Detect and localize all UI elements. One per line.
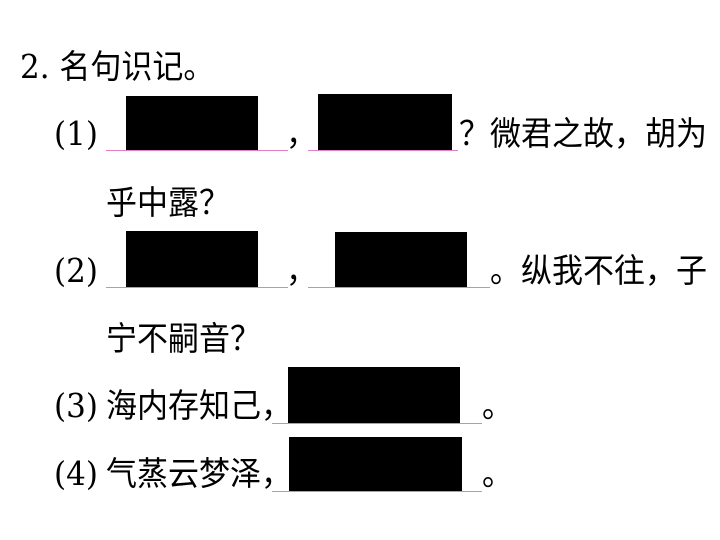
item-1-blank-1-redaction bbox=[126, 96, 258, 150]
item-2-continuation: 宁不嗣音？ bbox=[106, 320, 261, 359]
item-1-continuation: 乎中露？ bbox=[106, 184, 230, 223]
item-3-number: (3) bbox=[54, 387, 98, 426]
item-1-after-text: ？微君之故，胡为 bbox=[459, 115, 707, 154]
item-2-blank-2-underline bbox=[308, 287, 490, 288]
item-1-blank-1-underline bbox=[106, 150, 288, 151]
item-4-blank-redaction bbox=[289, 437, 462, 491]
item-2-blank-1-redaction bbox=[126, 231, 258, 287]
item-2-number: (2) bbox=[54, 252, 98, 291]
item-2-blank-1-underline bbox=[106, 287, 288, 288]
item-1-blank-2-redaction bbox=[318, 94, 452, 150]
item-3-blank-underline bbox=[272, 423, 482, 424]
item-1-blank-2-underline bbox=[308, 150, 458, 151]
item-3-blank-redaction bbox=[288, 367, 460, 423]
item-2-after-text: 。纵我不往，子 bbox=[490, 252, 707, 291]
item-4-end-punct: 。 bbox=[482, 455, 513, 494]
item-2-blank-2-redaction bbox=[335, 232, 467, 287]
item-4-lead-text: 气蒸云梦泽， bbox=[106, 455, 292, 494]
question-title: 2. 名句识记。 bbox=[20, 48, 215, 87]
item-1-number: (1) bbox=[54, 115, 98, 154]
item-2-separator: ， bbox=[286, 252, 317, 291]
item-1-separator: ， bbox=[286, 115, 317, 154]
item-3-end-punct: 。 bbox=[482, 387, 513, 426]
item-3-lead-text: 海内存知己， bbox=[106, 387, 292, 426]
item-4-number: (4) bbox=[54, 455, 98, 494]
item-4-blank-underline bbox=[272, 491, 482, 492]
